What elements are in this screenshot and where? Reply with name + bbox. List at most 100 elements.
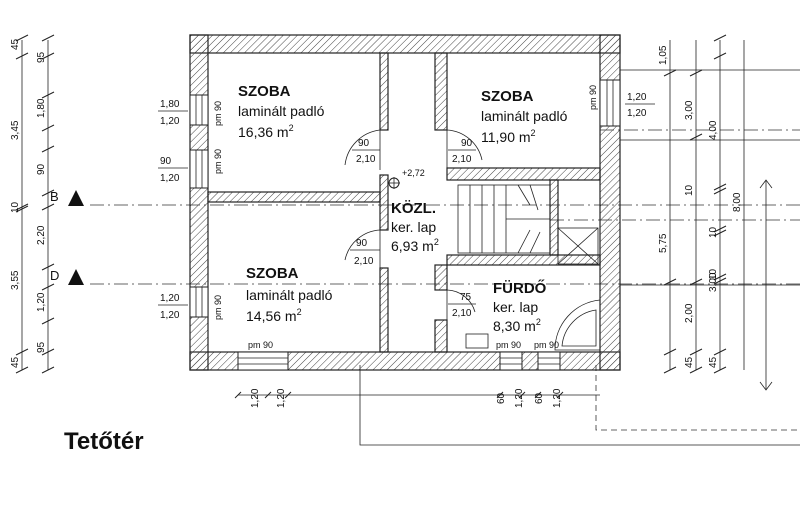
- window-dim-top: 90: [160, 156, 172, 167]
- shower: [557, 227, 599, 265]
- room-szoba-3: SZOBA laminált padló 14,56 m2: [246, 265, 333, 324]
- wall-inner-v1: [379, 52, 389, 131]
- svg-text:6,93 m2: 6,93 m2: [391, 237, 439, 254]
- room-name: KÖZL.: [391, 200, 436, 217]
- wall-inner-h2: [446, 167, 601, 181]
- dim-label: 95: [36, 51, 47, 63]
- window-bottom-2: [499, 351, 523, 371]
- window-pm-label: pm 90: [248, 340, 273, 350]
- dim-label: 10: [10, 201, 21, 213]
- door-swing-3: [344, 229, 381, 268]
- room-kozl: KÖZL. ker. lap 6,93 m2: [391, 200, 439, 254]
- window-dim-bottom: 1,20: [160, 116, 180, 127]
- window-dim-top: 1,20: [160, 293, 180, 304]
- dim-label: 5,75: [658, 233, 669, 253]
- room-area-sup: 2: [536, 317, 541, 327]
- svg-text:8,30 m2: 8,30 m2: [493, 317, 541, 334]
- window-dim-bottom: 1,20: [627, 108, 647, 119]
- wall-inner-v4: [549, 179, 559, 256]
- wall-top: [189, 34, 621, 54]
- axis-label-d: D: [50, 268, 59, 283]
- dim-label: 10: [684, 184, 695, 196]
- window-right-1: [599, 79, 621, 127]
- window-dim-bottom: 1,20: [160, 310, 180, 321]
- wall-left: [189, 34, 209, 371]
- dim-label: 10: [708, 226, 719, 238]
- room-floor: ker. lap: [391, 219, 436, 235]
- room-area: 14,56 m: [246, 308, 297, 324]
- plan-title: Tetőtér: [64, 428, 144, 455]
- dim-label: 60: [496, 392, 507, 404]
- window-pm-label: pm 90: [213, 295, 223, 320]
- window-dim-top: 1,80: [160, 99, 180, 110]
- dim-label: 2,00: [684, 303, 695, 323]
- door-swing-4: [446, 289, 476, 320]
- dim-label: 90: [36, 163, 47, 175]
- window-pm-label: pm 90: [213, 101, 223, 126]
- door-dim-bottom: 2,10: [356, 154, 376, 165]
- dim-ticks-left: [15, 34, 55, 374]
- window-dim-top: 1,20: [627, 92, 647, 103]
- window-pm-label: pm 90: [588, 85, 598, 110]
- room-area-sup: 2: [434, 237, 439, 247]
- svg-text:14,56 m2: 14,56 m2: [246, 307, 302, 324]
- dim-label: 1,20: [250, 388, 261, 408]
- dim-label: 1,20: [514, 388, 525, 408]
- dim-label: 45: [684, 356, 695, 368]
- room-name: SZOBA: [246, 265, 299, 282]
- room-area-sup: 2: [289, 123, 294, 133]
- window-left-3: [189, 286, 209, 318]
- room-area: 8,30 m: [493, 318, 536, 334]
- dim-label: 3,45: [10, 120, 21, 140]
- door-dim-top: 90: [461, 138, 473, 149]
- window-left-2: [189, 149, 209, 189]
- room-area: 11,90 m: [481, 129, 531, 145]
- dim-label: 4,00: [708, 120, 719, 140]
- room-szoba-2: SZOBA laminált padló 11,90 m2: [481, 88, 568, 145]
- wall-inner-v3b: [434, 319, 448, 353]
- svg-text:11,90 m2: 11,90 m2: [481, 128, 536, 145]
- dim-label: 2,20: [36, 225, 47, 245]
- room-szoba-1: SZOBA laminált padló 16,36 m2: [238, 83, 325, 140]
- wall-inner-v1c: [379, 267, 389, 353]
- dim-label: 8,00: [732, 192, 743, 212]
- roof-outline: [359, 365, 800, 446]
- room-floor: laminált padló: [481, 108, 568, 124]
- dim-label: 45: [10, 356, 21, 368]
- dim-label: 1,20: [36, 292, 47, 312]
- room-area-sup: 2: [531, 128, 536, 138]
- dim-label: 45: [708, 356, 719, 368]
- window-pm-label: pm 90: [496, 340, 521, 350]
- dim-ticks-bottom: [234, 391, 564, 399]
- dim-label: 95: [36, 341, 47, 353]
- room-floor: laminált padló: [246, 287, 333, 303]
- dim-label: 1,80: [36, 98, 47, 118]
- door-dim-bottom: 2,10: [452, 308, 472, 319]
- door-dim-bottom: 2,10: [354, 256, 374, 267]
- level-marker: [388, 177, 400, 189]
- window-pm-label: pm 90: [534, 340, 559, 350]
- slope-arrow: [759, 179, 773, 391]
- wall-inner-h3: [446, 254, 601, 266]
- level-label: +2,72: [402, 168, 425, 178]
- dim-label: 1,20: [552, 388, 563, 408]
- wall-inner-v2: [434, 52, 448, 131]
- room-area-sup: 2: [297, 307, 302, 317]
- roof-outline-dashed: [595, 365, 800, 431]
- dim-label: 3,55: [10, 270, 21, 290]
- room-furdo: FÜRDŐ ker. lap 8,30 m2: [493, 279, 547, 334]
- wall-inner-v1b: [379, 174, 389, 231]
- room-floor: ker. lap: [493, 299, 538, 315]
- room-name: FÜRDŐ: [493, 279, 547, 297]
- window-dim-bottom: 1,20: [160, 173, 180, 184]
- window-left-1: [189, 94, 209, 126]
- window-pm-label: pm 90: [213, 149, 223, 174]
- wall-inner-v3: [434, 264, 448, 291]
- room-floor: laminált padló: [238, 103, 325, 119]
- dim-label: 1,20: [276, 388, 287, 408]
- door-dim-top: 90: [356, 238, 368, 249]
- axis-label-b: B: [50, 189, 59, 204]
- window-bottom-3: [537, 351, 561, 371]
- sink: [465, 333, 489, 349]
- dim-label: 3,00: [684, 100, 695, 120]
